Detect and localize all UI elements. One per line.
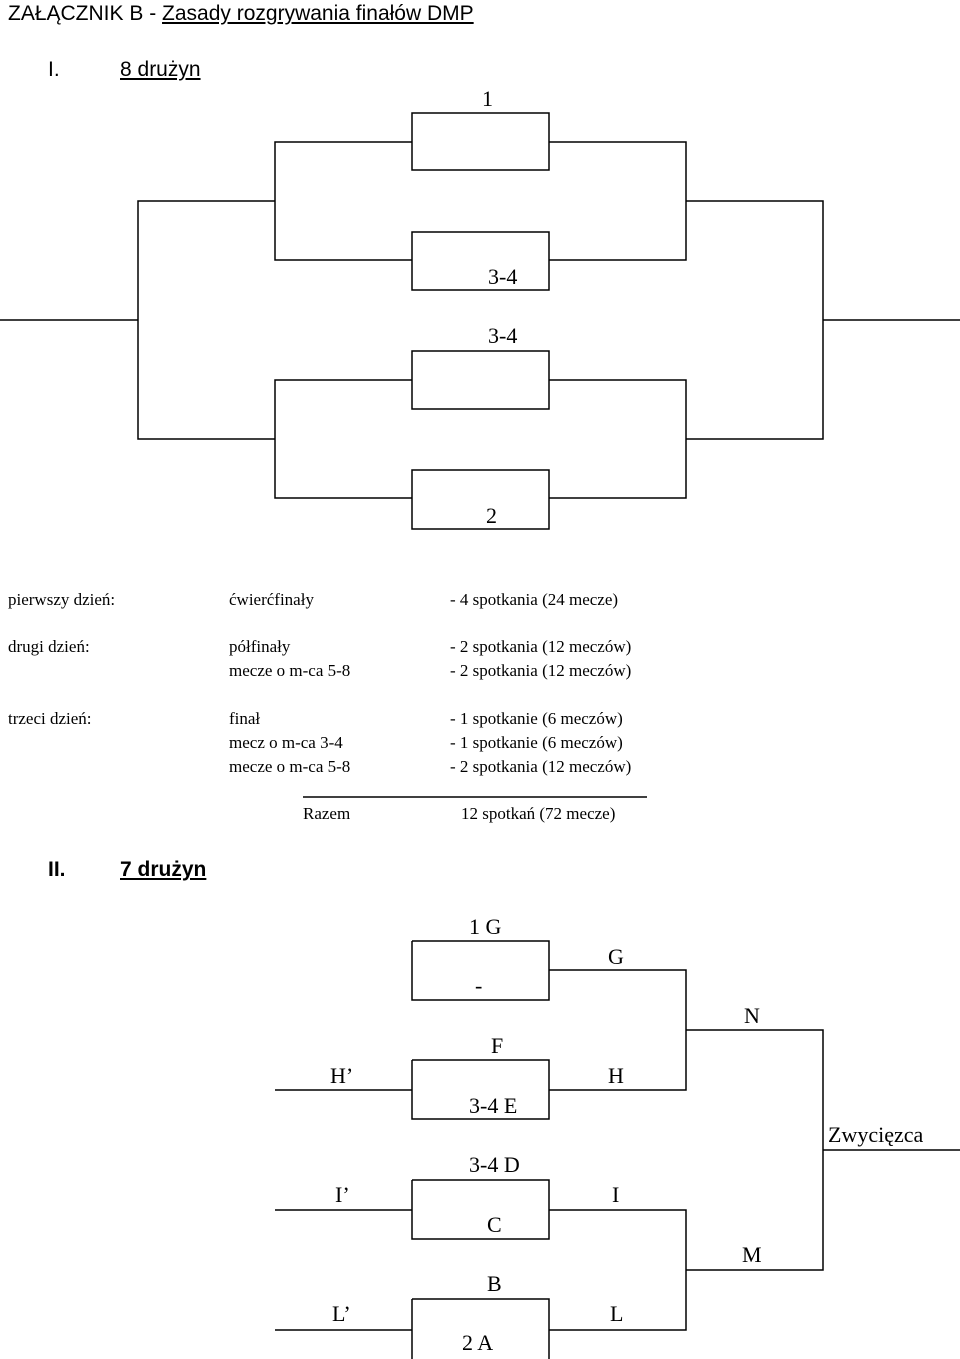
- label-n: N: [744, 1003, 760, 1028]
- match-box-final: [411, 112, 550, 171]
- label-g: G: [608, 944, 624, 969]
- title-main: Zasady rozgrywania finałów DMP: [162, 2, 474, 25]
- label-1-g: 1 G: [469, 914, 502, 939]
- label-b: B: [487, 1271, 502, 1296]
- schedule-stage-2: półfinały: [229, 637, 291, 656]
- schedule-total-value: 12 spotkań (72 mecze): [461, 804, 616, 823]
- label-i: I: [612, 1182, 620, 1207]
- schedule-matches-2: - 2 spotkania (12 meczów): [450, 637, 632, 656]
- schedule-stage-1: ćwierćfinały: [229, 590, 314, 609]
- title-prefix: ZAŁĄCZNIK B -: [8, 2, 163, 25]
- section-2-number: II.: [48, 858, 66, 881]
- label-winner: Zwycięzca: [828, 1122, 924, 1147]
- schedule-day-3: trzeci dzień:: [8, 709, 92, 728]
- schedule-stage-5: mecz o m-ca 3-4: [229, 733, 343, 752]
- schedule-matches-1: - 4 spotkania (24 mecze): [450, 590, 619, 609]
- bracket-7-teams: [275, 940, 960, 1359]
- section-1-number: I.: [48, 58, 60, 81]
- bracket-label-3-4-lower: 3-4: [488, 323, 518, 348]
- schedule-matches-3: - 2 spotkania (12 meczów): [450, 661, 632, 680]
- section-2-label: 7 drużyn: [120, 858, 207, 881]
- schedule-day-2: drugi dzień:: [8, 637, 90, 656]
- label-dash: -: [475, 973, 483, 998]
- section-2-heading: II. 7 drużyn: [48, 856, 206, 884]
- label-3-4-e: 3-4 E: [469, 1093, 518, 1118]
- schedule-total-label: Razem: [303, 804, 351, 823]
- label-h: H: [608, 1063, 624, 1088]
- bracket-label-3-4-upper: 3-4: [488, 264, 518, 289]
- label-c: C: [487, 1212, 502, 1237]
- bracket-label-1: 1: [482, 86, 493, 111]
- label-f: F: [491, 1033, 504, 1058]
- label-m: M: [742, 1242, 762, 1267]
- label-l-prime: L’: [332, 1301, 351, 1326]
- label-h-prime: H’: [330, 1063, 354, 1088]
- label-i-prime: I’: [335, 1182, 350, 1207]
- schedule-stage-3: mecze o m-ca 5-8: [229, 661, 351, 680]
- match-box-second: [411, 469, 550, 530]
- bracket-8-teams: [0, 112, 960, 530]
- page-title: ZAŁĄCZNIK B - Zasady rozgrywania finałów…: [8, 0, 474, 28]
- schedule-matches-4: - 1 spotkanie (6 meczów): [450, 709, 623, 728]
- label-3-4-d: 3-4 D: [469, 1152, 520, 1177]
- schedule-matches-5: - 1 spotkanie (6 meczów): [450, 733, 623, 752]
- section-1-heading: I. 8 drużyn: [48, 56, 201, 84]
- label-l: L: [610, 1301, 624, 1326]
- section-1-label: 8 drużyn: [120, 58, 201, 81]
- schedule-stage-4: finał: [229, 709, 261, 728]
- schedule-day-1: pierwszy dzień:: [8, 590, 116, 609]
- match-box-third-place: [411, 231, 550, 291]
- label-2-a: 2 A: [462, 1330, 494, 1355]
- bracket-label-2: 2: [486, 503, 497, 528]
- schedule-stage-6: mecze o m-ca 5-8: [229, 757, 351, 776]
- match-box-fifth-place: [411, 350, 550, 410]
- schedule-matches-6: - 2 spotkania (12 meczów): [450, 757, 632, 776]
